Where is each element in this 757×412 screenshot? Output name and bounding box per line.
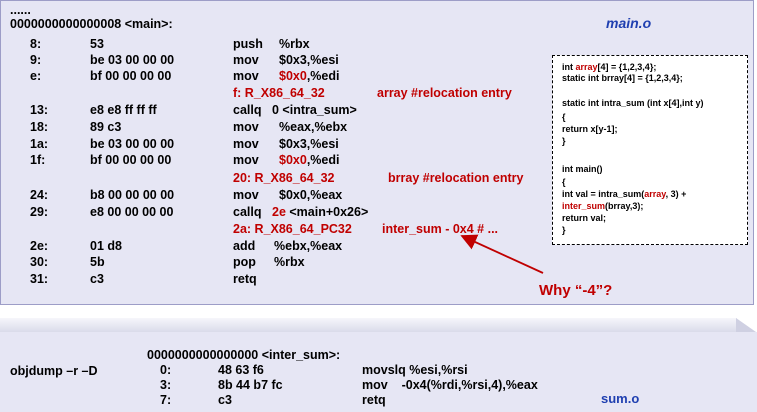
instruction-bytes: b8 00 00 00 00 [90, 188, 175, 202]
source-line: int val = intra_sum(array, 3) + [562, 189, 687, 199]
instruction-operand: 0 <intra_sum> [272, 103, 357, 117]
source-line: int main() [562, 164, 603, 174]
operand-placeholder: 2e [272, 205, 286, 219]
instruction-opcode: mov [233, 120, 259, 134]
relocation-note: inter_sum - 0x4 # ... [382, 222, 499, 236]
sum-symbol-header: 0000000000000000 <inter_sum>: [147, 348, 341, 362]
slide-transition-band [0, 318, 737, 332]
source-line: int array[4] = {1,2,3,4}; [562, 62, 657, 72]
sum-object-file-label: sum.o [601, 391, 640, 406]
instruction-asm: retq [362, 393, 386, 407]
instruction-opcode: add [233, 239, 256, 253]
inter-sum-symbol: inter_sum [562, 201, 606, 211]
instruction-opcode: mov [233, 188, 259, 202]
array-symbol: array [575, 62, 598, 72]
instruction-opcode: callq [233, 205, 262, 219]
instruction-asm: movslq %esi,%rsi [362, 363, 468, 377]
array-symbol: array [644, 189, 666, 199]
operand-placeholder: $0x0 [279, 153, 307, 167]
instruction-opcode: push [233, 37, 263, 51]
instruction-bytes: 53 [90, 37, 104, 51]
instruction-operand: $0x0,%edi [279, 153, 339, 167]
instruction-address: 9: [30, 53, 42, 67]
instruction-operand: $0x3,%esi [279, 53, 339, 67]
instruction-address: 13: [30, 103, 49, 117]
instruction-bytes: be 03 00 00 00 [90, 53, 175, 67]
source-line: } [562, 136, 566, 146]
instruction-asm: mov -0x4(%rdi,%rsi,4),%eax [362, 378, 538, 392]
instruction-bytes: be 03 00 00 00 [90, 137, 175, 151]
relocation-note: brray #relocation entry [388, 171, 524, 185]
instruction-bytes: c3 [90, 272, 104, 286]
instruction-bytes: 8b 44 b7 fc [218, 378, 283, 392]
source-line: static int intra_sum (int x[4],int y) [562, 98, 704, 108]
instruction-address: 3: [160, 378, 172, 392]
instruction-address: 7: [160, 393, 172, 407]
instruction-bytes: e8 00 00 00 00 [90, 205, 174, 219]
instruction-bytes: bf 00 00 00 00 [90, 69, 172, 83]
instruction-operand: 2e <main+0x26> [272, 205, 368, 219]
instruction-address: 31: [30, 272, 49, 286]
instruction-address: 8: [30, 37, 42, 51]
instruction-bytes: c3 [218, 393, 232, 407]
instruction-bytes: e8 e8 ff ff ff [90, 103, 157, 117]
instruction-address: 30: [30, 255, 49, 269]
why-minus-four-question: Why “-4”? [539, 282, 613, 299]
objdump-command: objdump –r –D [10, 364, 98, 378]
instruction-address: e: [30, 69, 42, 83]
source-line: inter_sum(brray,3); [562, 201, 644, 211]
instruction-bytes: bf 00 00 00 00 [90, 153, 172, 167]
operand-register: ,%edi [306, 69, 340, 83]
relocation-entry: f: R_X86_64_32 [233, 86, 325, 100]
main-object-file-label: main.o [606, 15, 652, 31]
instruction-opcode: mov [233, 153, 259, 167]
source-line: return x[y-1]; [562, 124, 618, 134]
instruction-address: 0: [160, 363, 172, 377]
instruction-operand: $0x0,%eax [279, 188, 343, 202]
instruction-address: 1a: [30, 137, 49, 151]
source-line: static int brray[4] = {1,2,3,4}; [562, 73, 683, 83]
sum-disassembly-panel [0, 332, 757, 412]
instruction-opcode: callq [233, 103, 262, 117]
instruction-address: 24: [30, 188, 49, 202]
instruction-bytes: 5b [90, 255, 105, 269]
instruction-bytes: 01 d8 [90, 239, 122, 253]
instruction-address: 1f: [30, 153, 46, 167]
instruction-operand: $0x0,%edi [279, 69, 339, 83]
relocation-entry: 20: R_X86_64_32 [233, 171, 335, 185]
source-line: return val; [562, 213, 607, 223]
source-line: { [562, 177, 566, 187]
instruction-operand: %rbx [274, 255, 305, 269]
instruction-opcode: mov [233, 137, 259, 151]
instruction-address: 18: [30, 120, 49, 134]
slide-fold-corner [736, 318, 756, 332]
instruction-operand: %rbx [279, 37, 310, 51]
operand-target: <main+0x26> [285, 205, 369, 219]
operand-placeholder: $0x0 [279, 69, 307, 83]
c-source-box: int array[4] = {1,2,3,4}; static int brr… [552, 55, 748, 245]
operand-register: ,%edi [306, 153, 340, 167]
instruction-opcode: mov [233, 53, 259, 67]
instruction-operand: $0x3,%esi [279, 137, 339, 151]
instruction-address: 2e: [30, 239, 49, 253]
ellipsis-text: ...... [10, 3, 31, 17]
relocation-entry: 2a: R_X86_64_PC32 [233, 222, 352, 236]
instruction-opcode: pop [233, 255, 256, 269]
instruction-opcode: retq [233, 272, 257, 286]
instruction-operand: %ebx,%eax [274, 239, 343, 253]
instruction-operand: %eax,%ebx [279, 120, 348, 134]
instruction-bytes: 89 c3 [90, 120, 122, 134]
source-line: } [562, 225, 566, 235]
instruction-opcode: mov [233, 69, 259, 83]
instruction-bytes: 48 63 f6 [218, 363, 264, 377]
source-line: { [562, 112, 566, 122]
instruction-address: 29: [30, 205, 49, 219]
relocation-note: array #relocation entry [377, 86, 512, 100]
main-symbol-header: 0000000000000008 <main>: [10, 17, 173, 31]
